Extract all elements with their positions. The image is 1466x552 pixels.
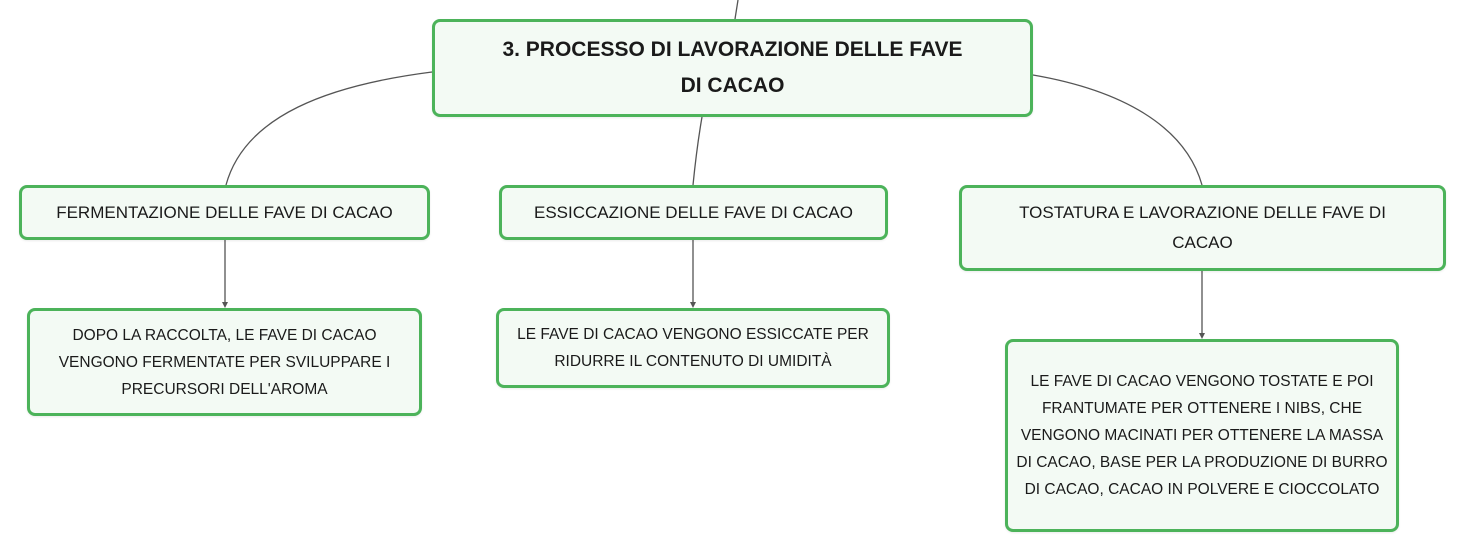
- edge-root-tostatura: [1032, 74, 1203, 186]
- detail-node-essiccazione[interactable]: LE FAVE DI CACAO VENGONO ESSICCATE PER R…: [496, 308, 890, 388]
- detail-node-text: LE FAVE DI CACAO VENGONO ESSICCATE PER R…: [517, 326, 869, 370]
- edge-root-fermentazione: [225, 71, 433, 186]
- detail-node-text: LE FAVE DI CACAO VENGONO TOSTATE E POI F…: [1016, 373, 1388, 498]
- detail-node-tostatura[interactable]: LE FAVE DI CACAO VENGONO TOSTATE E POI F…: [1005, 339, 1399, 532]
- branch-node-tostatura[interactable]: TOSTATURA E LAVORAZIONE DELLE FAVE DI CA…: [959, 185, 1446, 271]
- branch-node-fermentazione[interactable]: FERMENTAZIONE DELLE FAVE DI CACAO: [19, 185, 430, 240]
- edge-from-parent: [734, 0, 739, 20]
- detail-node-fermentazione[interactable]: DOPO LA RACCOLTA, LE FAVE DI CACAO VENGO…: [27, 308, 422, 416]
- arrowhead-fermentazione: [222, 302, 228, 308]
- detail-node-text: DOPO LA RACCOLTA, LE FAVE DI CACAO VENGO…: [58, 326, 391, 398]
- branch-node-label: ESSICCAZIONE DELLE FAVE DI CACAO: [534, 202, 853, 222]
- branch-node-label: TOSTATURA E LAVORAZIONE DELLE FAVE DI CA…: [1019, 203, 1386, 252]
- arrowhead-essiccazione: [690, 302, 696, 308]
- branch-node-essiccazione[interactable]: ESSICCAZIONE DELLE FAVE DI CACAO: [499, 185, 888, 240]
- root-node-label: 3. PROCESSO DI LAVORAZIONE DELLE FAVE DI…: [502, 38, 963, 97]
- branch-node-label: FERMENTAZIONE DELLE FAVE DI CACAO: [56, 202, 393, 222]
- edge-root-essiccazione: [692, 116, 703, 186]
- root-node[interactable]: 3. PROCESSO DI LAVORAZIONE DELLE FAVE DI…: [432, 19, 1033, 117]
- arrowhead-tostatura: [1199, 333, 1205, 339]
